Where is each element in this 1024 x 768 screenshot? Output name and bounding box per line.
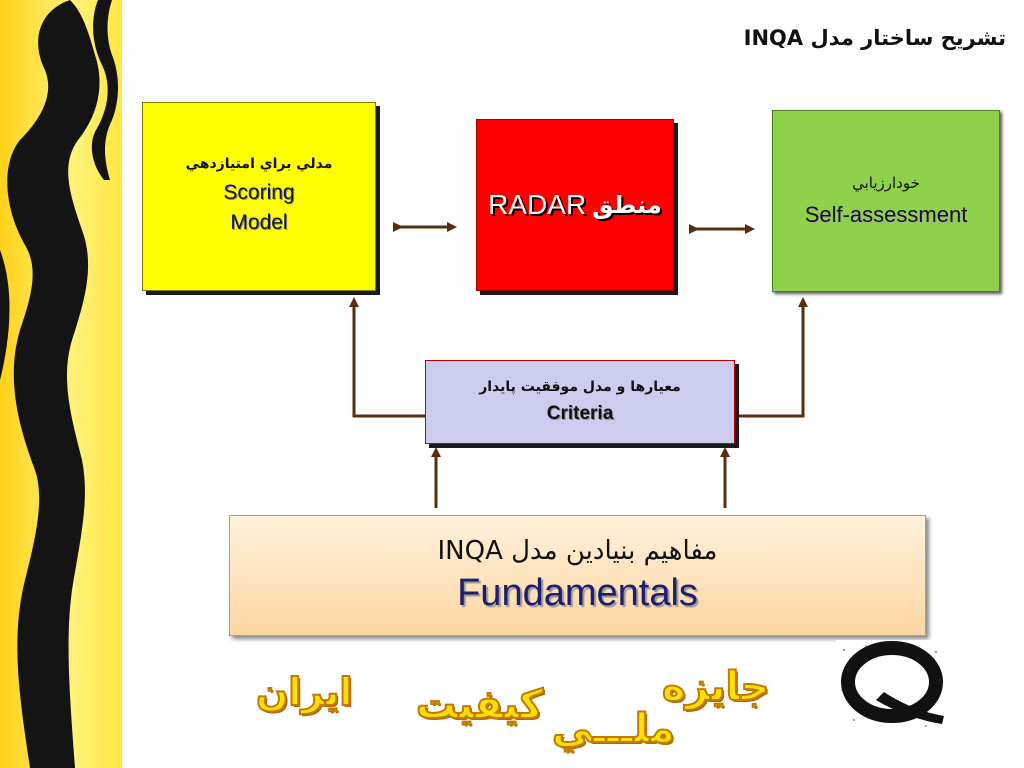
award-logo-word-keyfiyat: كيفيت <box>415 681 544 729</box>
decorative-sidebar <box>0 0 122 768</box>
fundamentals-fa: مفاهيم بنيادين مدل INQA <box>437 536 718 566</box>
fundamentals-en: Fundamentals <box>457 572 698 614</box>
award-logo-word-iran: ايران <box>255 669 353 715</box>
criteria-scoring-arrow <box>349 297 425 418</box>
self-assessment-en: Self-assessment <box>804 202 968 227</box>
award-logo-word-melli: ملـــي <box>551 705 675 753</box>
scoring-model-en-line2: Model <box>230 210 288 234</box>
sidebar-figure-icon <box>0 0 118 768</box>
radar-en: RADAR <box>488 189 587 220</box>
q-logo-icon <box>836 640 948 730</box>
scoring-model-en-line1: Scoring <box>223 180 295 204</box>
criteria-box: معيارها و مدل موفقيت پايدار Criteria <box>425 360 735 444</box>
radar-fa: منطق <box>592 191 662 219</box>
page-title: تشريح ساختار مدل INQA <box>743 26 1006 50</box>
criteria-fa: معيارها و مدل موفقيت پايدار <box>479 379 681 395</box>
scoring-model-box: مدلي براي امتيازدهي Scoring Model <box>142 102 376 291</box>
self-assessment-fa: خودارزيابي <box>852 174 920 192</box>
award-logo-word-jayeze: جايزه <box>661 663 770 711</box>
criteria-en: Criteria <box>546 403 614 424</box>
fundamentals-box: مفاهيم بنيادين مدل INQA Fundamentals <box>229 515 926 636</box>
radar-logic-box: RADAR منطق <box>476 119 674 291</box>
scoring-model-fa: مدلي براي امتيازدهي <box>185 155 333 172</box>
self-assessment-box: خودارزيابي Self-assessment <box>772 110 1000 292</box>
criteria-self-arrow <box>738 297 808 418</box>
